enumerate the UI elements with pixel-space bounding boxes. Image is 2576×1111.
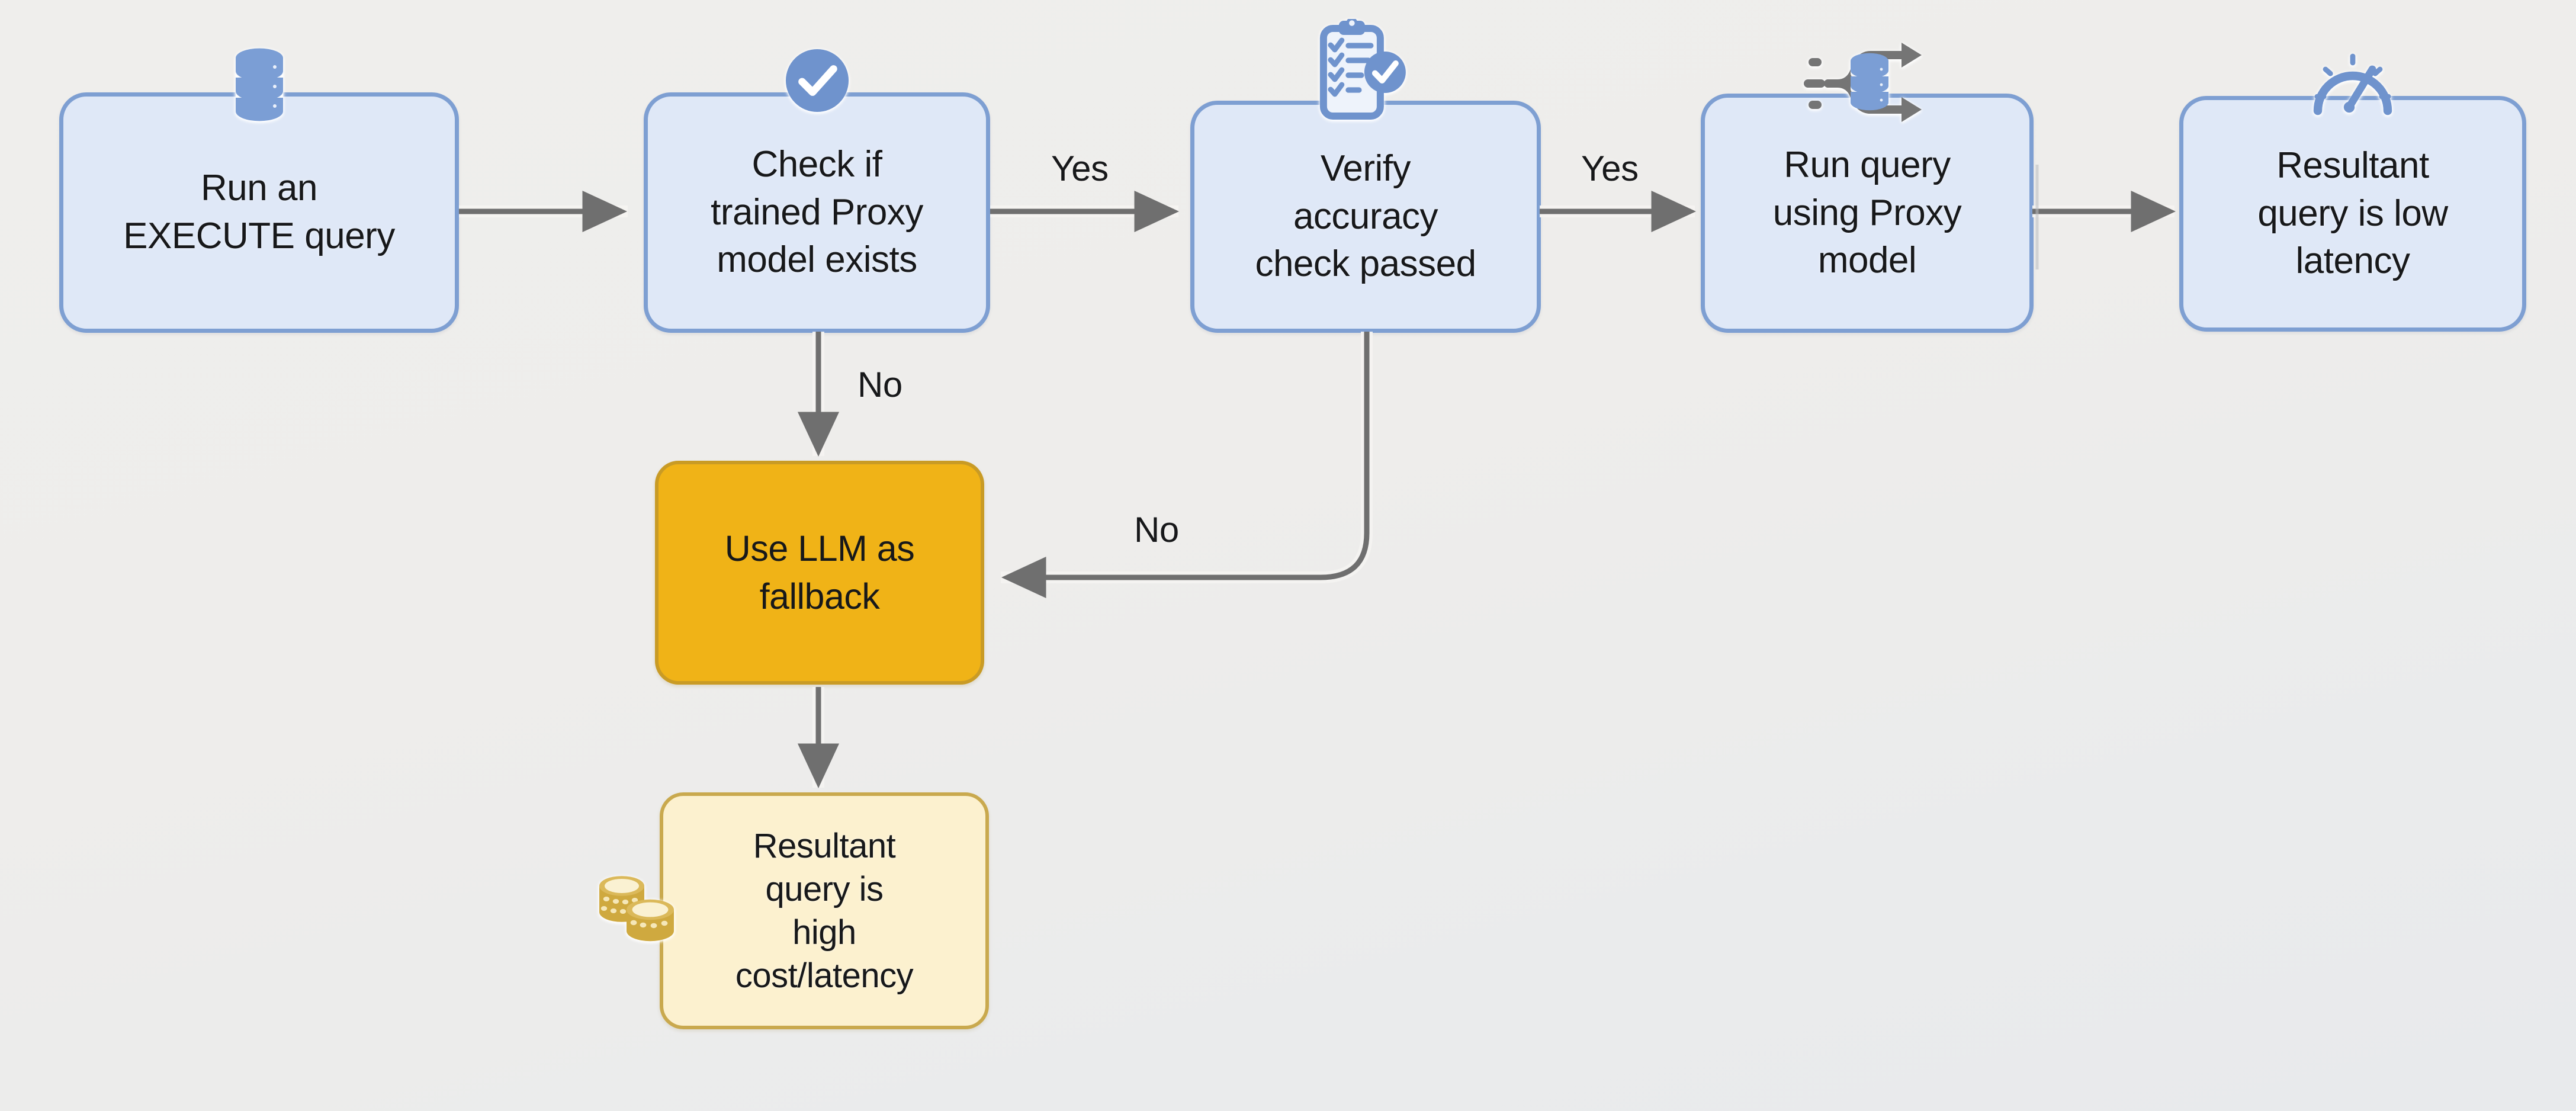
edge-label-check-to-fallback-no: No [857, 365, 902, 404]
edge-label-check-to-verify-yes: Yes [1051, 149, 1109, 188]
edge-verify-to-fallback [1001, 332, 1370, 599]
edge-label-verify-to-runproxy-yes: Yes [1581, 149, 1639, 188]
edge-label-verify-to-fallback-no: No [1134, 510, 1179, 550]
